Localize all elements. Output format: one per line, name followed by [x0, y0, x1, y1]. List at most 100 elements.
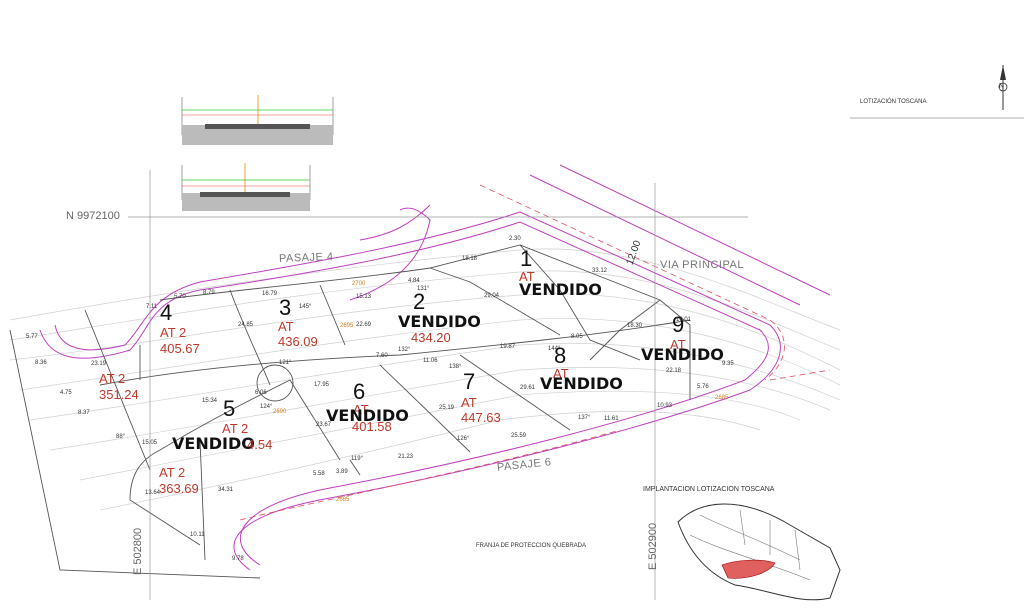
dimension-label: 22.18 — [666, 368, 682, 374]
dimension-label: 29.04 — [484, 293, 500, 299]
dimension-label: 11.06 — [423, 358, 438, 364]
dimension-label: 23.67 — [316, 422, 332, 428]
angle-label: 137° — [578, 415, 591, 421]
dimension-label: 34.31 — [218, 487, 234, 493]
lot-5-at: AT 2 — [222, 421, 249, 436]
lot-2-status: VENDIDO — [398, 312, 481, 331]
lot-left-at: AT 2 — [99, 371, 126, 386]
inset-map — [677, 503, 841, 601]
lot-5-number: 5 — [223, 396, 236, 421]
coord-north: N 9972100 — [66, 210, 120, 222]
angle-label: 131° — [417, 286, 430, 292]
lot-7-at: AT — [461, 395, 477, 410]
dimension-label: 24.85 — [238, 322, 254, 328]
lot-4-number: 4 — [160, 300, 173, 325]
dimension-label: 18.30 — [627, 323, 643, 329]
lot-4-at: AT 2 — [160, 325, 187, 340]
dimension-label: 25.59 — [511, 433, 527, 439]
angle-label: 119° — [351, 456, 363, 462]
dimension-label: 18.18 — [462, 256, 478, 262]
angle-label: 138° — [449, 364, 462, 370]
dimension-label: 6.06 — [255, 390, 267, 396]
dimension-label: 4.75 — [60, 390, 72, 396]
lot-boundaries — [9, 244, 691, 579]
dimension-label: 33.12 — [592, 268, 608, 274]
north-arrow-icon — [998, 65, 1008, 110]
dimension-label: 8.36 — [35, 360, 47, 366]
lot-2-number: 2 — [413, 289, 426, 314]
dimension-label: 7.60 — [376, 353, 388, 359]
dimension-label: 3.89 — [336, 469, 348, 475]
lot-6-area: 401.58 — [352, 419, 392, 434]
protection-strip-label: FRANJA DE PROTECCION QUEBRADA — [476, 543, 587, 549]
dimension-label: 9.35 — [722, 361, 734, 367]
dimension-label: 10.93 — [657, 403, 673, 409]
dimension-label: 13.64 — [145, 490, 161, 496]
angle-label: 126° — [457, 436, 470, 442]
lot-5-area: 4.54 — [247, 437, 273, 452]
lot-left-area: 351.24 — [99, 387, 139, 402]
elevation-label: 2685 — [336, 497, 350, 503]
dimension-label: 15.05 — [142, 440, 158, 446]
lot-3-area: 436.09 — [278, 334, 318, 349]
dimension-label: 19.87 — [500, 344, 516, 350]
road-borders — [39, 164, 831, 571]
dashed-lines — [239, 184, 831, 521]
dimension-label: 8.37 — [78, 410, 90, 416]
dimension-label: 7.11 — [146, 304, 158, 310]
lot-6-status: VENDIDO — [326, 406, 409, 425]
angle-label: 121° — [279, 360, 292, 366]
dimension-label: 2.30 — [509, 236, 521, 242]
lot-8-at: AT — [553, 366, 569, 381]
dimension-label: 11.61 — [604, 416, 619, 422]
dimension-label: 15.13 — [356, 294, 372, 300]
dimension-label: 17.95 — [314, 382, 330, 388]
dimension-label: 15.34 — [202, 398, 218, 404]
elevation-label: 2695 — [340, 323, 354, 329]
lot-7-number: 7 — [463, 369, 476, 394]
lot-9-status: VENDIDO — [641, 345, 724, 364]
angle-label: 145° — [299, 304, 312, 310]
dimension-label: 8.79 — [203, 290, 215, 296]
dimension-label: 9.78 — [232, 556, 244, 562]
road-section-2 — [181, 163, 311, 211]
lot-bottom-at: AT 2 — [159, 465, 186, 480]
dimension-label: 4.84 — [408, 278, 420, 284]
angle-label: 144° — [548, 346, 561, 352]
dimension-label: 29.61 — [520, 385, 536, 391]
lot-bottom-area: 363.69 — [159, 481, 199, 496]
angle-label: 88° — [116, 434, 126, 440]
north-label: N — [999, 83, 1005, 90]
lot-8-status: VENDIDO — [540, 374, 623, 393]
lot-9-number: 9 — [672, 312, 685, 337]
lot-1-at: AT — [519, 269, 535, 284]
elevation-label: 2700 — [352, 281, 366, 287]
coordinate-lines — [128, 117, 1024, 600]
dimension-label: 25.19 — [439, 405, 455, 411]
lot-3-at: AT — [278, 319, 294, 334]
angle-label: 132° — [398, 347, 411, 353]
lot-6-number: 6 — [353, 379, 366, 404]
dimension-label: 5.70 — [174, 294, 186, 300]
lot-1-status: VENDIDO — [519, 280, 602, 299]
lot-9-at: AT — [670, 337, 686, 352]
lot-1-number: 1 — [520, 246, 533, 271]
angle-label: 124° — [260, 404, 273, 410]
dimension-label: 8.05 — [571, 334, 583, 340]
lot-8-number: 8 — [554, 343, 567, 368]
lot-6-at: AT — [353, 402, 369, 417]
lot-7-area: 447.63 — [461, 410, 501, 425]
road-via-principal: VIA PRINCIPAL — [660, 259, 744, 271]
lot-2-area: 434.20 — [411, 330, 451, 345]
dimension-label: 22.69 — [356, 322, 372, 328]
lot-5-status: VENDIDO — [172, 434, 255, 453]
coord-east-left: E 502800 — [132, 527, 144, 575]
dimension-label: 23.19 — [91, 361, 107, 367]
road-pasaje-4: PASAJE 4 — [278, 251, 334, 265]
road-section-1 — [181, 95, 334, 145]
map-title: LOTIZACIÓN TOSCANA — [860, 99, 927, 105]
elevation-label: 2690 — [273, 409, 287, 415]
elevation-label: 2685 — [715, 395, 729, 401]
dimension-label: 5.76 — [697, 384, 709, 390]
